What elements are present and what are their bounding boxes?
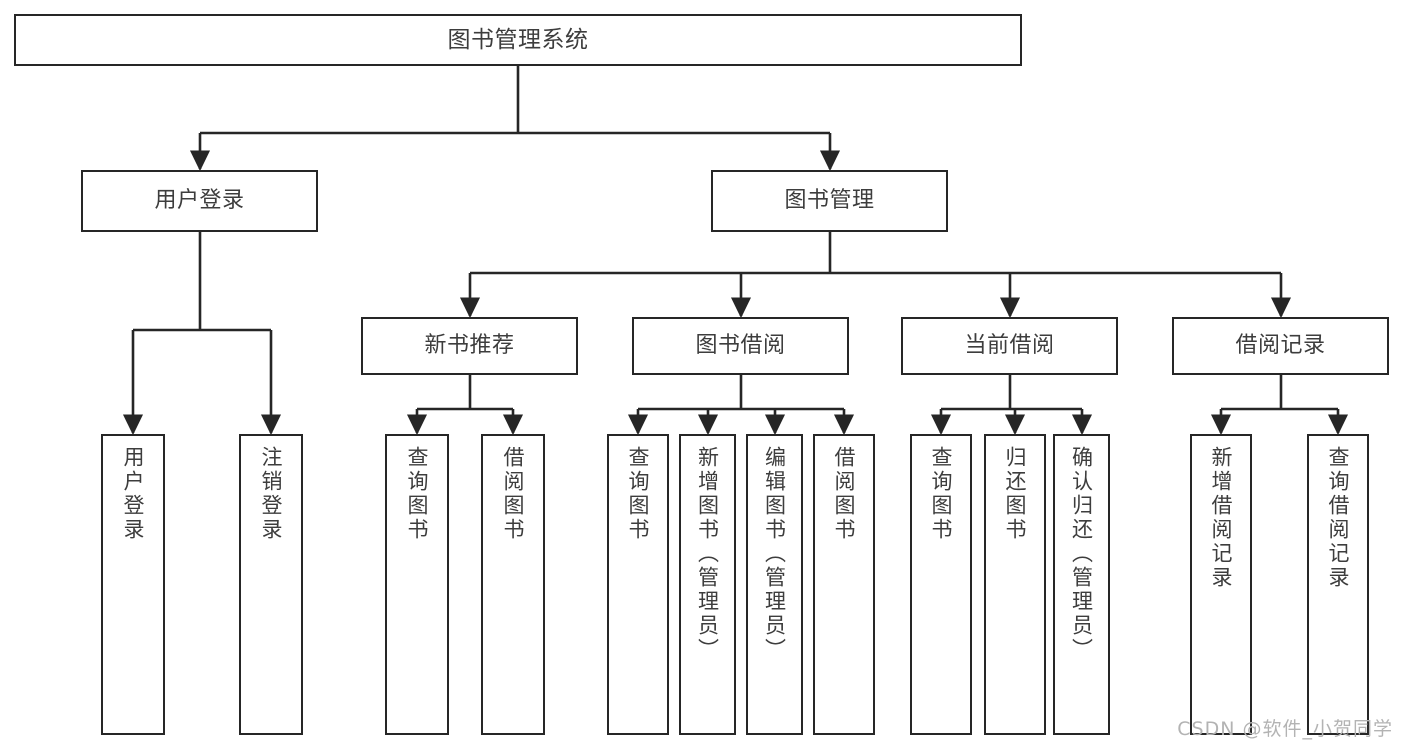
node-label: 确认归还（管理员） xyxy=(1069,446,1094,662)
node-label: 查询借阅记录 xyxy=(1326,446,1351,590)
node-leaf8[interactable]: 借阅图书 xyxy=(813,434,875,735)
watermark-text: CSDN @软件_小贺同学 xyxy=(1177,718,1393,740)
node-label: 图书借阅 xyxy=(695,333,786,359)
node-leaf3[interactable]: 查询图书 xyxy=(385,434,449,735)
node-borrow[interactable]: 图书借阅 xyxy=(632,317,849,375)
node-records[interactable]: 借阅记录 xyxy=(1172,317,1389,375)
node-current[interactable]: 当前借阅 xyxy=(901,317,1118,375)
node-label: 当前借阅 xyxy=(964,333,1055,359)
node-label: 查询图书 xyxy=(626,446,651,542)
node-label: 图书管理系统 xyxy=(447,26,589,53)
node-leaf9[interactable]: 查询图书 xyxy=(910,434,972,735)
node-label: 借阅记录 xyxy=(1235,333,1326,359)
node-label: 新书推荐 xyxy=(424,333,515,359)
node-leaf7[interactable]: 编辑图书（管理员） xyxy=(746,434,803,735)
node-label: 图书管理 xyxy=(784,188,875,214)
node-leaf6[interactable]: 新增图书（管理员） xyxy=(679,434,736,735)
node-label: 用户登录 xyxy=(154,188,245,214)
node-leaf1[interactable]: 用户登录 xyxy=(101,434,165,735)
node-label: 编辑图书（管理员） xyxy=(762,446,787,662)
node-label: 新增借阅记录 xyxy=(1209,446,1234,590)
node-label: 注销登录 xyxy=(259,446,284,542)
node-label: 查询图书 xyxy=(929,446,954,542)
node-leaf4[interactable]: 借阅图书 xyxy=(481,434,545,735)
node-leaf5[interactable]: 查询图书 xyxy=(607,434,669,735)
node-label: 借阅图书 xyxy=(832,446,857,542)
node-leaf12[interactable]: 新增借阅记录 xyxy=(1190,434,1252,735)
node-bookmgmt[interactable]: 图书管理 xyxy=(711,170,948,232)
node-root[interactable]: 图书管理系统 xyxy=(14,14,1022,66)
node-leaf11[interactable]: 确认归还（管理员） xyxy=(1053,434,1110,735)
node-label: 归还图书 xyxy=(1003,446,1028,542)
node-label: 查询图书 xyxy=(405,446,430,542)
node-newbook[interactable]: 新书推荐 xyxy=(361,317,578,375)
node-label: 借阅图书 xyxy=(501,446,526,542)
node-leaf13[interactable]: 查询借阅记录 xyxy=(1307,434,1369,735)
node-login[interactable]: 用户登录 xyxy=(81,170,318,232)
node-label: 用户登录 xyxy=(121,446,146,542)
node-leaf10[interactable]: 归还图书 xyxy=(984,434,1046,735)
node-leaf2[interactable]: 注销登录 xyxy=(239,434,303,735)
node-label: 新增图书（管理员） xyxy=(695,446,720,662)
